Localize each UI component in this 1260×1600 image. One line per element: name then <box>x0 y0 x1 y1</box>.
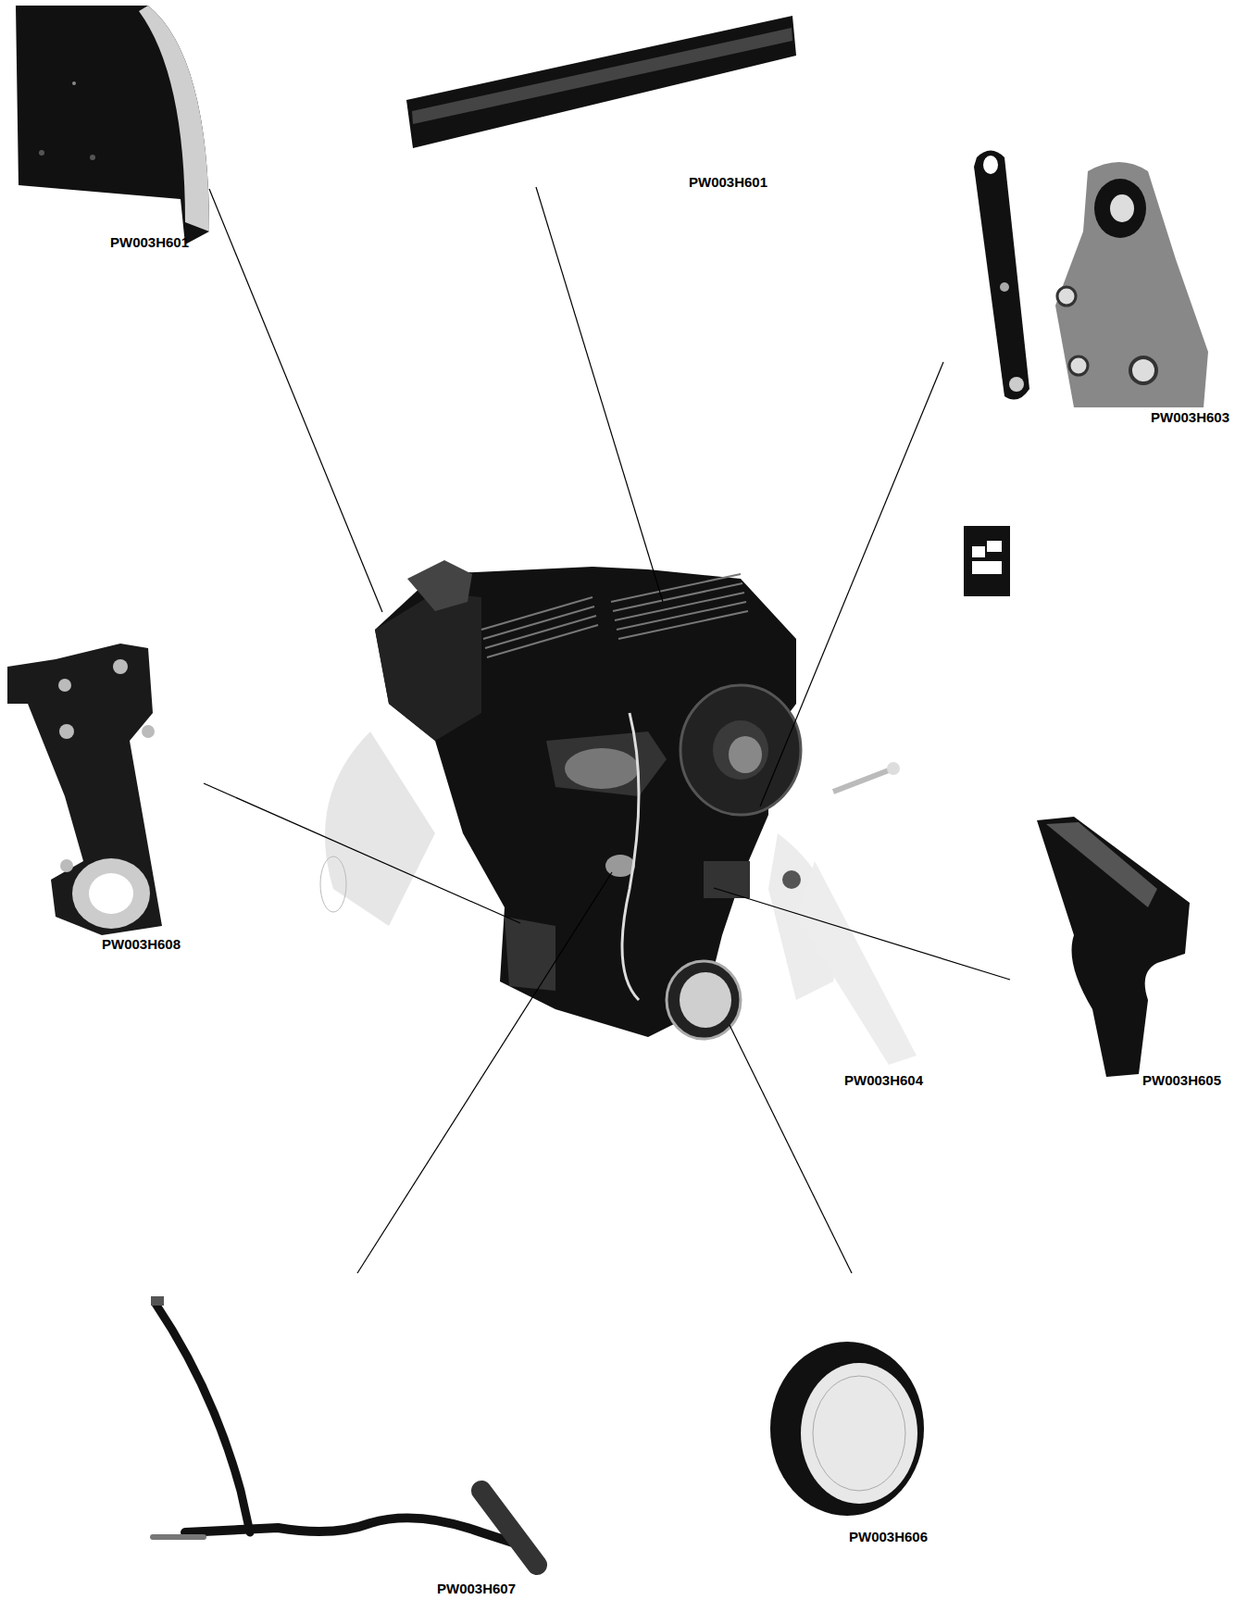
icon-symbol <box>963 525 1011 597</box>
part-number: PW003H601 <box>110 235 189 250</box>
hose <box>150 1296 537 1565</box>
cover-strip <box>406 15 797 149</box>
engine-assembly <box>374 560 801 1039</box>
part-number: PW003H605 <box>1142 1072 1222 1087</box>
leader-lines <box>203 187 1011 1273</box>
bearing-bracket <box>7 643 163 936</box>
cover-part <box>15 5 210 245</box>
part-number: PW003H608 <box>101 936 181 951</box>
pulley <box>770 1341 924 1516</box>
part-number: PW003H604 <box>844 1072 924 1087</box>
mount-bracket <box>973 150 1209 409</box>
part-number: PW003H606 <box>848 1529 928 1544</box>
part-number: PW003H607 <box>436 1581 516 1596</box>
belt-cover <box>1036 816 1190 1077</box>
part-number: PW003H603 <box>1150 410 1230 425</box>
part-number: PW003H601 <box>688 174 768 189</box>
